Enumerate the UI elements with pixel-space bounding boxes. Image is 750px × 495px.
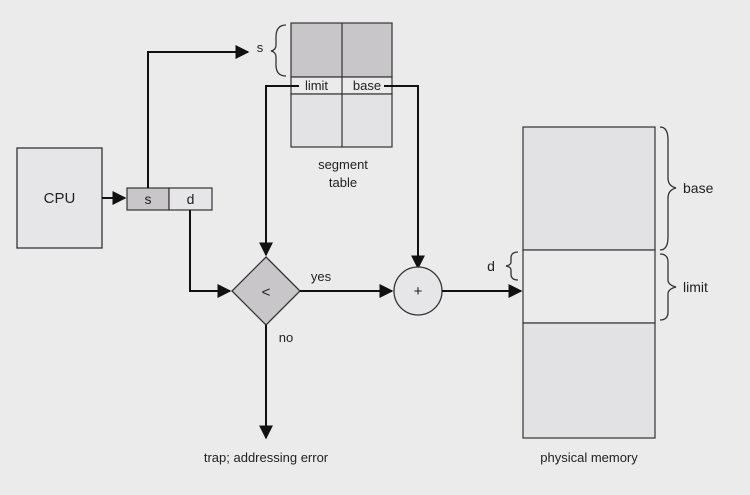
offset-d-brace [505,251,519,281]
physical-memory [522,126,656,439]
no-label: no [279,330,293,345]
cpu-box: CPU [16,147,103,249]
base-brace [659,126,677,251]
table-s-index-label: s [257,40,264,55]
offset-d-label: d [487,258,495,274]
address-s-label: s [145,191,152,207]
adder-circle: + [393,266,443,316]
limit-column-label: limit [305,78,328,93]
yes-label: yes [311,269,332,284]
s-to-table-arrow [147,45,250,188]
logical-address: s d [126,187,213,211]
memory-region-top [522,126,656,251]
trap-label: trap; addressing error [204,450,329,465]
base-to-adder-arrow [384,85,425,270]
limit-brace [659,253,677,321]
limit-to-compare-arrow [259,85,299,257]
address-d-label: d [187,191,195,207]
segment-table-caption-2: table [329,175,357,190]
memory-segment [522,249,656,324]
table-s-brace [270,24,287,77]
cpu-label: CPU [44,190,76,207]
adder-symbol: + [414,283,423,300]
segment-table: limit base [290,22,393,148]
base-column-label: base [353,78,381,93]
physical-memory-caption: physical memory [540,450,638,465]
memory-base-label: base [683,180,714,196]
compare-diamond: < [231,256,301,326]
d-to-compare-arrow [189,210,232,298]
compare-operator: < [262,284,271,301]
memory-limit-label: limit [683,279,708,295]
segment-table-caption-1: segment [318,157,368,172]
memory-region-bottom [522,322,656,439]
